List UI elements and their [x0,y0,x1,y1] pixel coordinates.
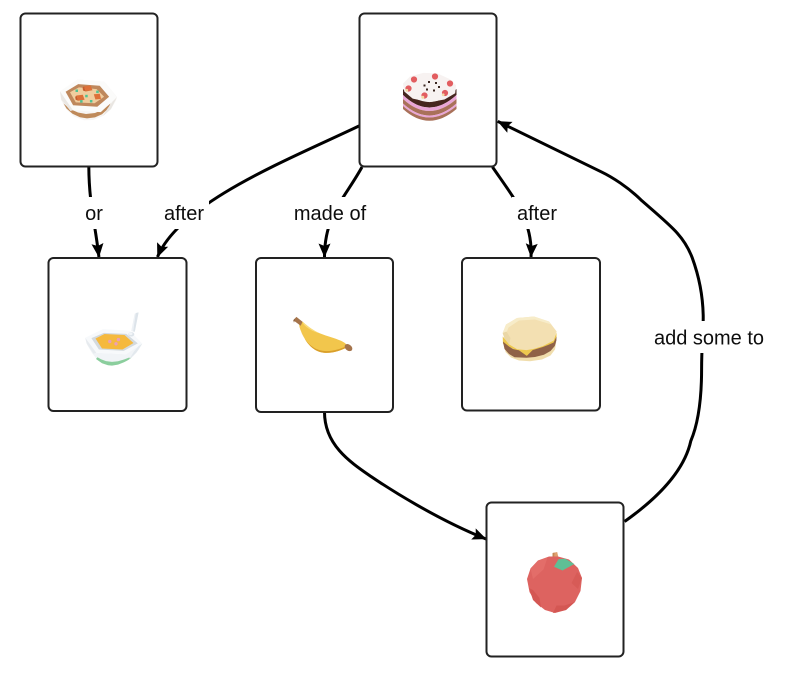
svg-text:made of: made of [294,203,367,225]
svg-text:or: or [85,203,103,225]
svg-text:after: after [517,203,557,225]
svg-text:after: after [164,203,204,225]
svg-text:add some to: add some to [654,328,764,350]
